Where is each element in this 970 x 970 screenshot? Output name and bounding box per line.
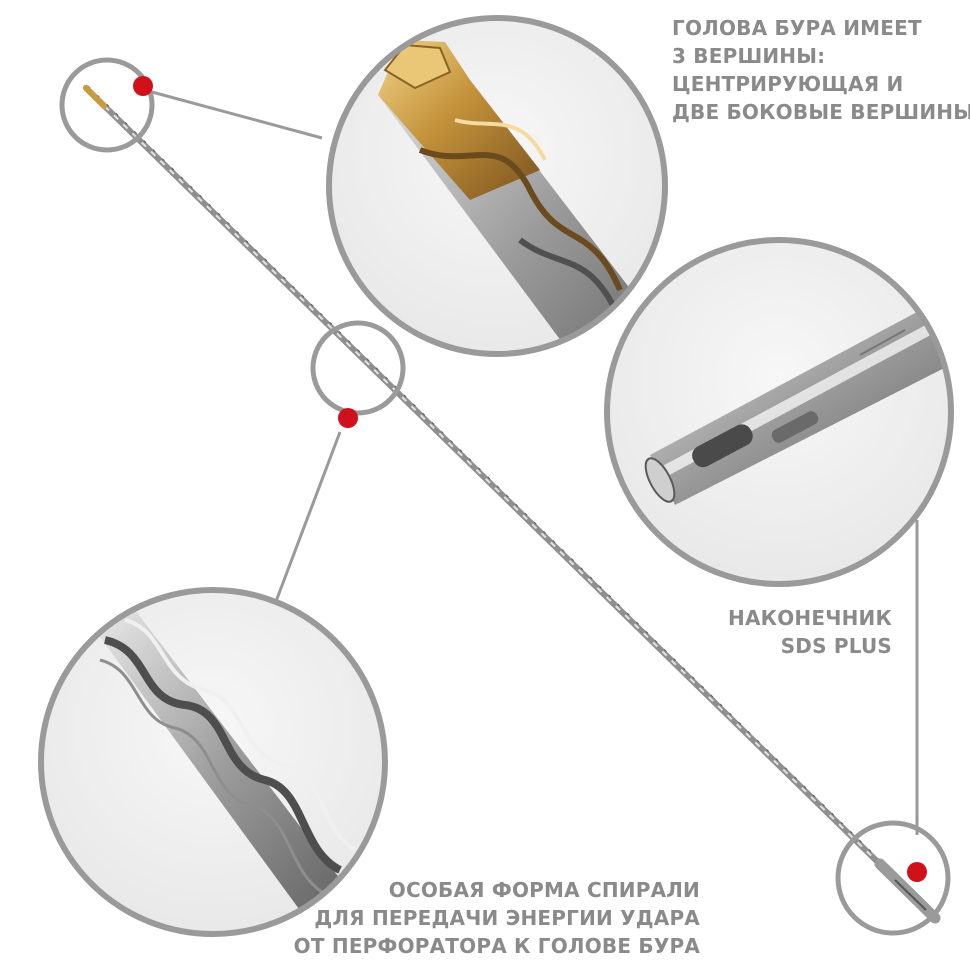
head-caption: ГОЛОВА БУРА ИМЕЕТ 3 ВЕРШИНЫ: ЦЕНТРИРУЮЩА… [672,14,970,126]
spiral-caption-line-1: ОСОБАЯ ФОРМА СПИРАЛИ [388,878,700,902]
spiral-caption-line-3: ОТ ПЕРФОРАТОРА К ГОЛОВЕ БУРА [293,934,700,958]
head-caption-line-1: ГОЛОВА БУРА ИМЕЕТ [672,16,922,40]
head-caption-line-4: ДВЕ БОКОВЫЕ ВЕРШИНЫ [672,100,970,124]
shank-caption-line-1: НАКОНЕЧНИК [728,606,892,630]
shank-marker-dot [907,862,927,882]
shank-magnifier [604,237,954,587]
head-caption-line-2: 3 ВЕРШИНЫ: [672,44,826,68]
head-caption-line-3: ЦЕНТРИРУЮЩАЯ И [672,72,904,96]
tip-ring [59,57,155,153]
spiral-magnifier [38,587,388,937]
shank-ring [835,820,951,936]
callout-connectors [151,90,919,835]
shank-caption: НАКОНЕЧНИК SDS PLUS [728,604,892,660]
tip-marker-dot [133,76,153,96]
spiral-caption-line-2: ДЛЯ ПЕРЕДАЧИ ЭНЕРГИИ УДАРА [314,906,700,930]
mid-marker-dot [338,408,358,428]
spiral-caption: ОСОБАЯ ФОРМА СПИРАЛИ ДЛЯ ПЕРЕДАЧИ ЭНЕРГИ… [294,876,700,960]
drill-bit [83,85,941,924]
shank-caption-line-2: SDS PLUS [780,634,892,658]
mid-ring [310,320,406,416]
